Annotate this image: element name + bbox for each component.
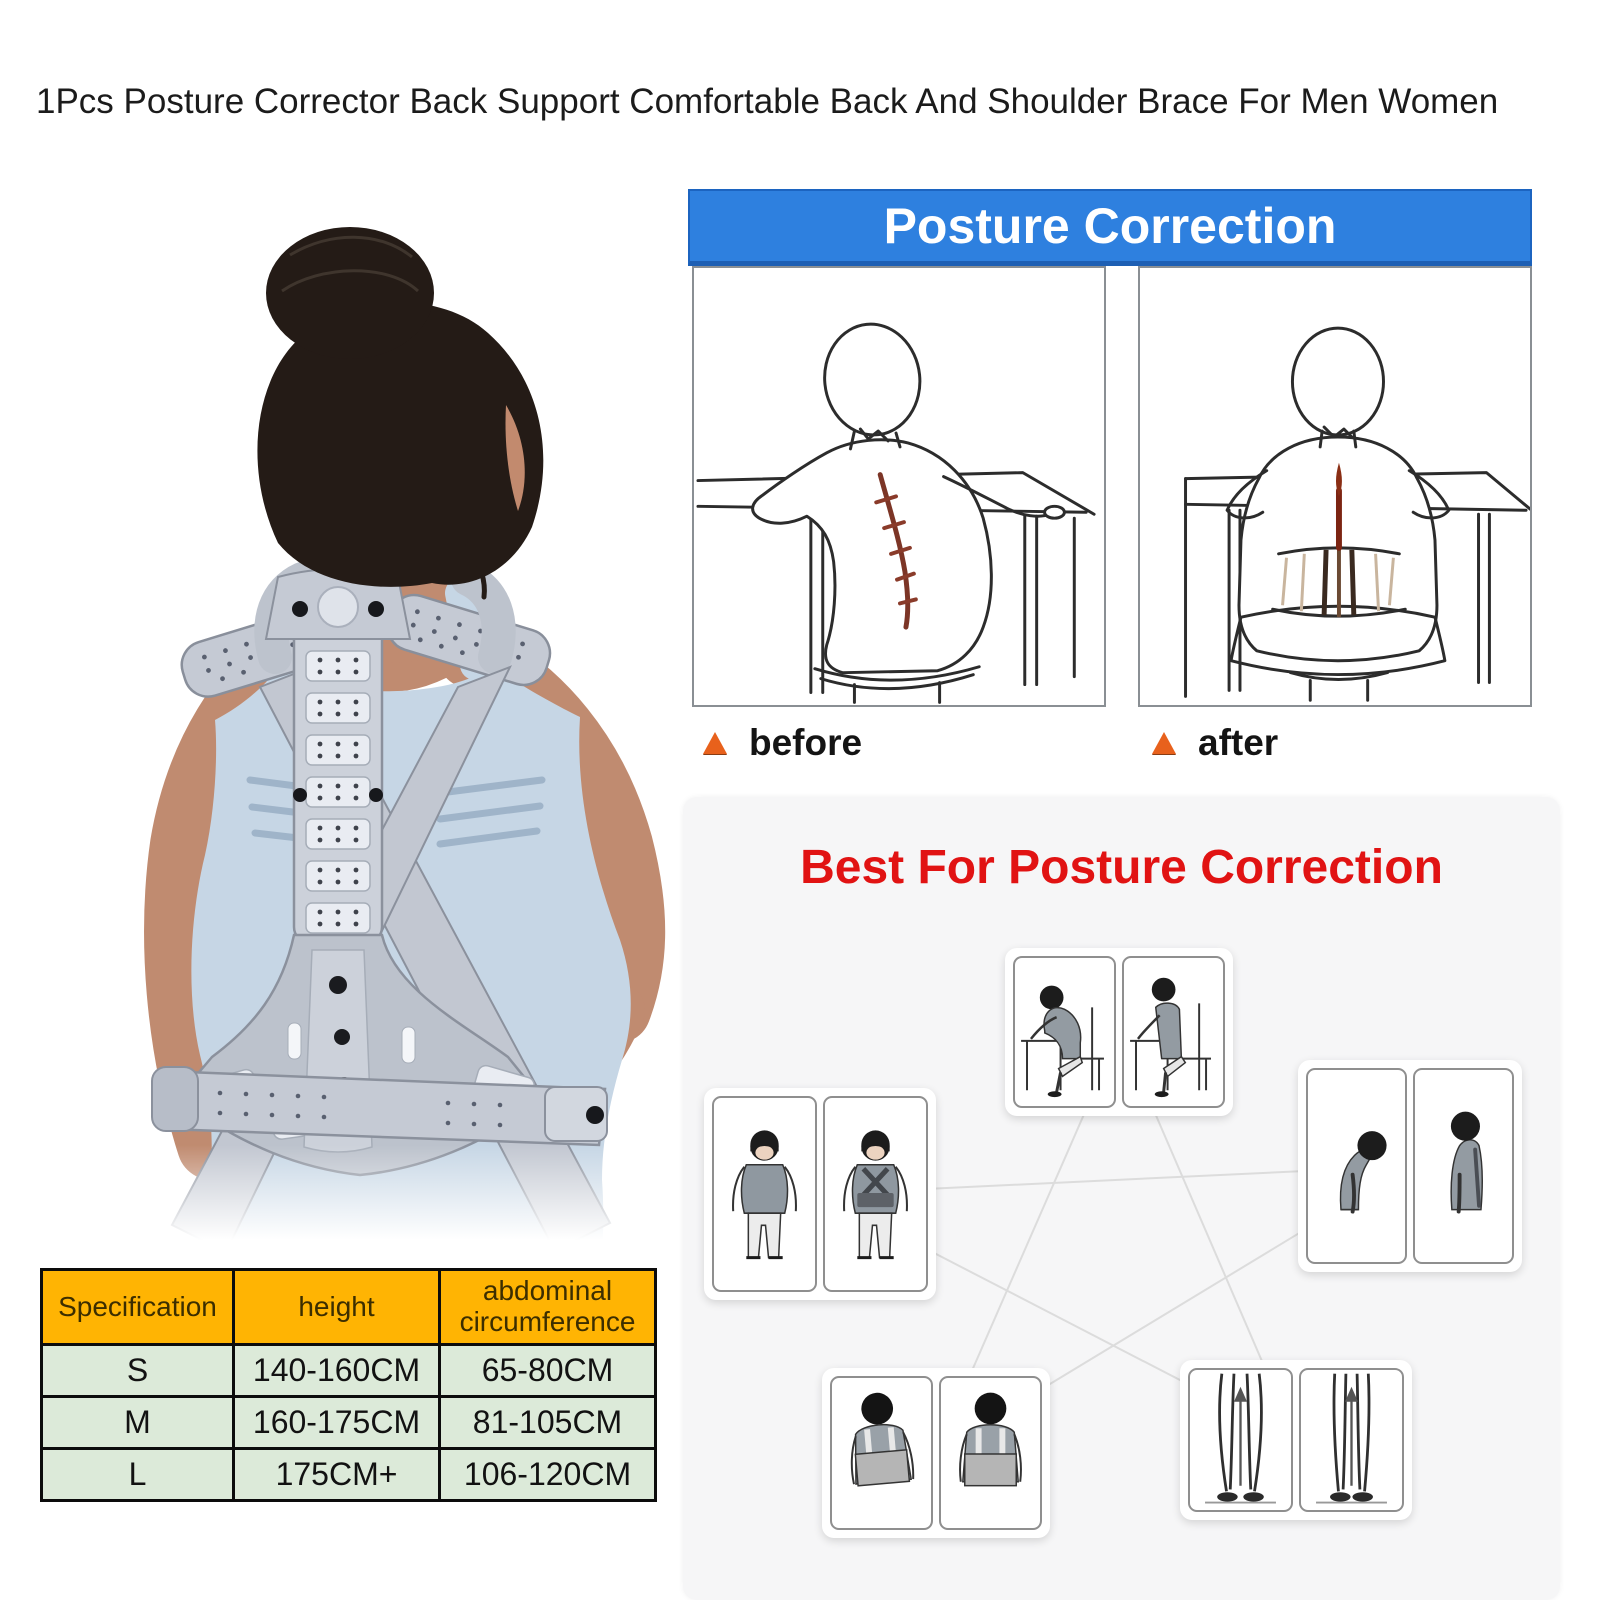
card-pair-desk-posture <box>1005 948 1233 1116</box>
lumbar-brace-drawing <box>1271 546 1407 618</box>
card-head-straight <box>1413 1068 1514 1264</box>
card-legs-straight <box>1299 1368 1404 1512</box>
card-legs-bowed <box>1188 1368 1293 1512</box>
hair-bun <box>257 227 544 600</box>
table-row: M 160-175CM 81-105CM <box>40 1395 657 1450</box>
after-label-row: after <box>1152 722 1278 764</box>
card-back-straight <box>939 1376 1042 1530</box>
before-label: before <box>749 722 863 763</box>
height-cell: 160-175CM <box>232 1395 441 1450</box>
brace-shoulder-loop <box>451 562 516 674</box>
card-pair-legs-alignment <box>1180 1360 1412 1520</box>
size-cell: S <box>40 1343 235 1398</box>
card-pair-neck-posture <box>1298 1060 1522 1272</box>
brace-pads <box>293 650 383 934</box>
size-specification-table: Specification height abdominal circumfer… <box>40 1268 657 1502</box>
card-pair-back-view <box>822 1368 1050 1538</box>
abdomen-cell: 65-80CM <box>438 1343 657 1398</box>
curved-spine <box>877 472 911 630</box>
size-cell: M <box>40 1395 235 1450</box>
cheek <box>505 405 525 511</box>
height-cell: 140-160CM <box>232 1343 441 1398</box>
col-header-height: height <box>232 1268 441 1346</box>
after-line-drawing <box>1184 326 1536 702</box>
card-desk-upright <box>1122 956 1225 1108</box>
abdomen-cell: 106-120CM <box>438 1447 657 1502</box>
col-header-abdominal: abdominal circumference <box>438 1268 657 1346</box>
left-arm <box>144 615 335 1180</box>
table-row: S 140-160CM 65-80CM <box>40 1343 657 1398</box>
posture-correction-banner: Posture Correction <box>688 189 1532 266</box>
table-row: L 175CM+ 106-120CM <box>40 1447 657 1502</box>
best-section-heading: Best For Posture Correction <box>800 841 1443 894</box>
before-illustration-panel <box>692 266 1106 707</box>
after-illustration-panel <box>1138 266 1536 707</box>
col-header-specification: Specification <box>40 1268 235 1346</box>
before-line-drawing <box>696 322 1096 704</box>
abdomen-cell: 81-105CM <box>438 1395 657 1450</box>
before-marker-icon <box>703 732 727 754</box>
product-title: 1Pcs Posture Corrector Back Support Comf… <box>36 82 1499 121</box>
card-pair-standing-front <box>704 1088 936 1300</box>
card-desk-slouch <box>1013 956 1116 1108</box>
card-stand-with-brace <box>823 1096 928 1292</box>
height-cell: 175CM+ <box>232 1447 441 1502</box>
size-cell: L <box>40 1447 235 1502</box>
brace-waist-belt <box>151 1066 608 1147</box>
table-header-row: Specification height abdominal circumfer… <box>40 1268 657 1346</box>
card-back-slouch <box>830 1376 933 1530</box>
card-stand-no-brace <box>712 1096 817 1292</box>
after-label: after <box>1198 722 1279 763</box>
before-label-row: before <box>703 722 862 764</box>
product-photo-woman-back-view <box>50 227 680 1240</box>
after-marker-icon <box>1152 732 1176 754</box>
card-head-droop <box>1306 1068 1407 1264</box>
posture-correction-heading: Posture Correction <box>883 198 1337 254</box>
